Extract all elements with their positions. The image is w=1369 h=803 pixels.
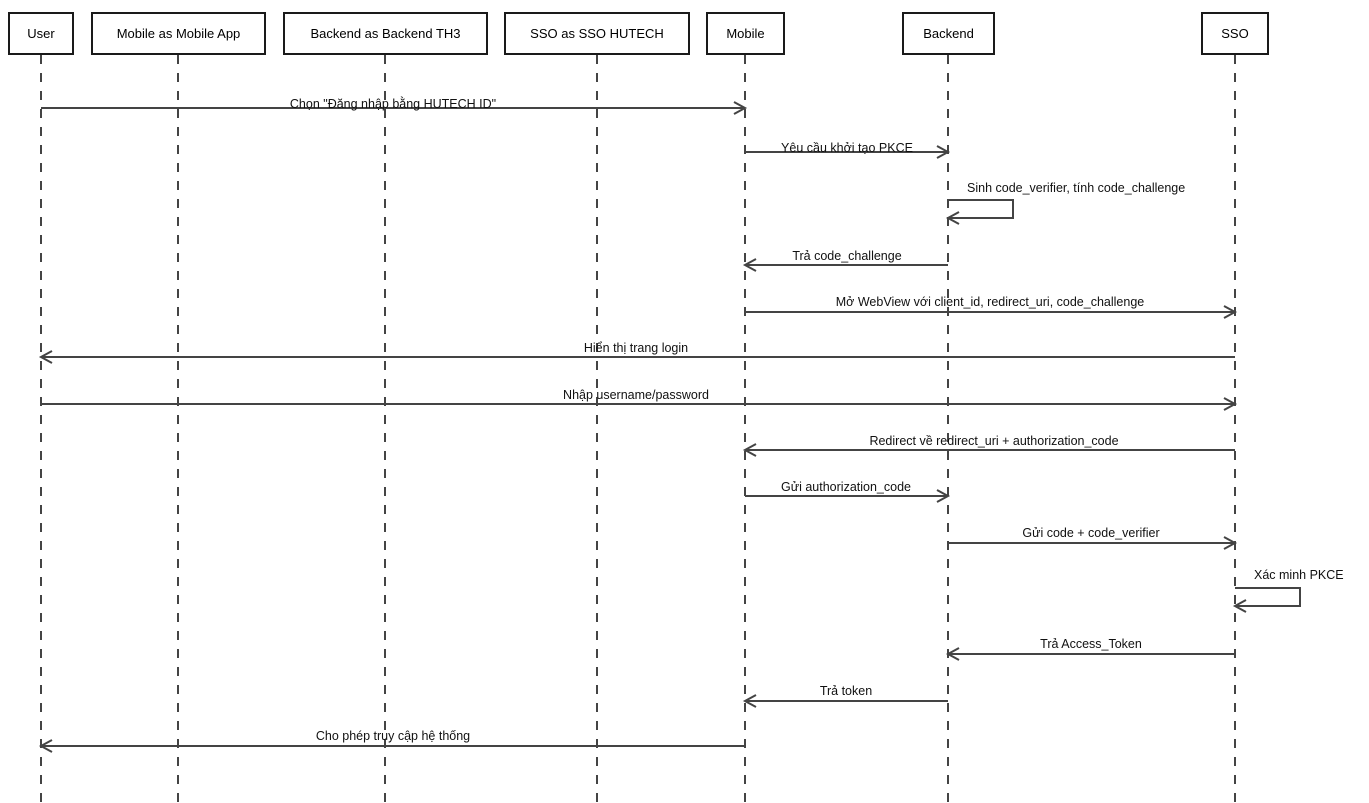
message-arrowhead	[1223, 305, 1238, 319]
message-arrowhead	[1223, 397, 1238, 411]
participant-box-sso_as[interactable]: SSO as SSO HUTECH	[504, 12, 690, 55]
message-13[interactable]	[742, 694, 948, 708]
message-4[interactable]	[742, 258, 948, 272]
participant-box-mobile_as[interactable]: Mobile as Mobile App	[91, 12, 266, 55]
participant-label: Mobile as Mobile App	[116, 26, 241, 41]
participant-label: Backend as Backend TH3	[310, 26, 461, 41]
participant-box-mobile[interactable]: Mobile	[706, 12, 785, 55]
message-arrowhead	[742, 694, 757, 708]
participant-label: Backend	[923, 26, 974, 41]
message-arrowhead	[38, 350, 53, 364]
message-arrowhead	[936, 489, 951, 503]
message-3[interactable]	[945, 199, 1014, 225]
message-10[interactable]	[948, 536, 1238, 550]
message-arrowhead	[733, 101, 748, 115]
participant-label: User	[27, 26, 55, 41]
message-arrowhead	[38, 739, 53, 753]
message-12[interactable]	[945, 647, 1235, 661]
message-arrowhead	[1232, 599, 1247, 613]
message-11[interactable]	[1232, 587, 1301, 613]
message-6[interactable]	[38, 350, 1235, 364]
message-arrowhead	[945, 211, 960, 225]
message-2[interactable]	[745, 145, 951, 159]
participant-label: SSO	[1221, 26, 1249, 41]
message-line-self	[1235, 587, 1301, 607]
participant-box-user[interactable]: User	[8, 12, 74, 55]
message-arrowhead	[945, 647, 960, 661]
message-9[interactable]	[745, 489, 951, 503]
message-arrowhead	[936, 145, 951, 159]
message-arrowhead	[742, 258, 757, 272]
participant-box-backend[interactable]: Backend	[902, 12, 995, 55]
message-5[interactable]	[745, 305, 1238, 319]
participant-box-sso[interactable]: SSO	[1201, 12, 1269, 55]
message-14[interactable]	[38, 739, 745, 753]
message-7[interactable]	[41, 397, 1238, 411]
message-8[interactable]	[742, 443, 1235, 457]
participant-label: SSO as SSO HUTECH	[530, 26, 664, 41]
participant-box-backend_as[interactable]: Backend as Backend TH3	[283, 12, 488, 55]
message-1[interactable]	[41, 101, 748, 115]
participant-label: Mobile	[726, 26, 765, 41]
message-line-self	[948, 199, 1014, 219]
message-arrowhead	[742, 443, 757, 457]
message-arrowhead	[1223, 536, 1238, 550]
